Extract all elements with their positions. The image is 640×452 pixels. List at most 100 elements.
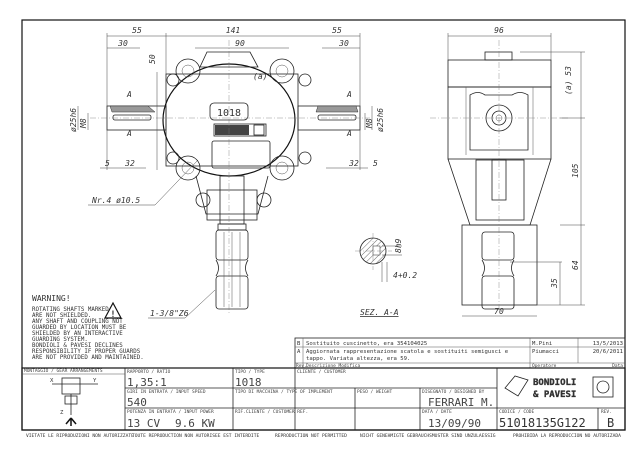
dim-shaft-dia-left: ø25h6 <box>69 108 78 132</box>
rev-a-date: 20/6/2011 <box>593 349 623 355</box>
brand-plate <box>213 123 267 137</box>
dim-32-left: 32 <box>124 159 135 168</box>
brand-plate-logo <box>215 125 249 135</box>
warning-block: WARNING! ROTATING SHAFTS MARKED ARE NOT … <box>32 294 144 361</box>
dim-35: 35 <box>550 278 559 289</box>
model-plate-text: 1018 <box>217 108 241 119</box>
rev-b-date: 13/5/2013 <box>593 341 623 347</box>
dim-shaft-dia-right: ø25h6 <box>376 108 385 132</box>
footer-de: NICHT GENEHMIGTE GEBRAUCHSMUSTER SIND UN… <box>360 433 496 439</box>
section-mark-bottom: A <box>126 129 132 138</box>
dim-30-left: 30 <box>117 39 128 48</box>
dim-m8-right: M8 <box>365 118 374 129</box>
section-a-a: 8h9 4+0.2 SEZ. A-A <box>355 233 417 317</box>
dim-55-left: 55 <box>132 26 142 35</box>
bondioli-pavesi-logo: BONDIOLI & PAVESI <box>504 375 614 400</box>
dim-55-right: 55 <box>332 26 342 35</box>
dim-64: 64 <box>571 260 580 270</box>
dim-105: 105 <box>571 163 580 178</box>
bottom-spline-shaft <box>215 223 249 310</box>
warning-line: GUARDING SYSTEM. <box>32 337 88 343</box>
weight-label: PESO / WEIGHT <box>357 389 393 395</box>
holes-callout: Nr.4 ø10.5 <box>91 196 140 205</box>
rev-a-operator: Piumacci <box>532 349 559 355</box>
dim-50: 50 <box>148 54 157 64</box>
code-value: 51018135G122 <box>499 416 586 430</box>
client-label: CLIENTE / CUSTOMER <box>297 369 346 375</box>
dimension-lines <box>77 33 373 319</box>
code-label: CODICE / CODE <box>499 409 535 415</box>
ratio-value: 1,35:1 <box>127 376 167 389</box>
power-cv: 13 CV <box>127 417 160 430</box>
warning-line: ANY SHAFT AND COUPLING NOT <box>32 319 123 325</box>
rev-b-letter: B <box>297 341 301 347</box>
customer-ref-label: RIF.CLIENTE / CUSTOMER REF. <box>235 409 308 415</box>
logo-text-1: BONDIOLI <box>533 378 576 388</box>
dim-30-right: 30 <box>338 39 349 48</box>
dim-5-left: 5 <box>105 159 110 168</box>
dim-53: (a) 53 <box>564 66 573 95</box>
axis-y: Y <box>93 378 97 384</box>
rev-header-desc: Descrizione Modifica <box>306 363 360 369</box>
input-speed-value: 540 <box>127 396 147 409</box>
section-mark-top: A <box>126 90 132 99</box>
rev-b-desc: Sostituito cuscinetto, era 354104025 <box>306 341 427 347</box>
side-view: 96 (a) 53 105 64 35 70 <box>430 26 585 317</box>
logo-text-2: & PAVESI <box>533 390 576 400</box>
rev-label: REV. <box>601 409 612 415</box>
dim-96: 96 <box>494 26 504 35</box>
svg-text:!: ! <box>110 310 115 320</box>
warning-triangle-icon <box>104 301 122 319</box>
machine-label: TIPO DI MACCHINA / TYPE OF IMPLEMENT <box>235 389 333 395</box>
rev-header-date: Data <box>612 363 623 369</box>
power-kw: 9.6 KW <box>175 417 215 430</box>
arrangement-label: MONTAGGIO / GEAR ARRANGEMENTS <box>24 368 103 374</box>
dim-90: 90 <box>235 39 245 48</box>
warning-title: WARNING! <box>32 294 71 303</box>
input-speed-label: GIRI IN ENTRATA / INPUT SPEED <box>127 389 206 395</box>
designer-label: DISEGNATO / DESIGNED BY <box>422 389 485 395</box>
dim-5-right: 5 <box>373 159 378 168</box>
designer-value: FERRARI M. <box>428 396 494 409</box>
dim-m8-left: M8 <box>79 118 88 129</box>
type-label: TIPO / TYPE <box>235 369 265 375</box>
note-a: (a) <box>253 72 267 81</box>
rev-header-operator: Operatore <box>532 363 557 369</box>
ratio-label: RAPPORTO / RATIO <box>127 369 171 375</box>
warning-line: BONDIOLI & PAVESI DECLINES <box>32 343 123 349</box>
rev-header-rev: Rev. <box>296 363 307 369</box>
key-width-dim: 8h9 <box>394 238 403 253</box>
nameplate-blank <box>211 140 271 169</box>
rev-a-desc: Aggiornata rappresentazione scatola e so… <box>306 349 509 355</box>
footer-it: VIETATE LE RIPRODUZIONI NON AUTORIZZATE <box>26 433 134 439</box>
type-value: 1018 <box>235 376 262 389</box>
gear-arrangement-icon: X Y Z <box>50 377 98 426</box>
key-depth-dim: 4+0.2 <box>393 271 417 280</box>
axis-z: Z <box>60 410 64 416</box>
footer-fr: TOUTE REPRODUCTION NON AUTORISEE EST INT… <box>132 433 259 439</box>
revision-table: B Sostituito cuscinetto, era 354104025 M… <box>294 337 626 369</box>
dim-32-right: 32 <box>348 159 359 168</box>
rev-value: B <box>607 416 614 430</box>
warning-line: SHIELDED BY AN INTERACTIVE <box>32 331 123 337</box>
footer-es: PROHIBIDA LA REPRODUCCION NO AUTORIZADA <box>513 433 621 439</box>
section-mark-top-right: A <box>346 90 352 99</box>
filler-cap <box>199 51 259 68</box>
dim-141: 141 <box>226 26 240 35</box>
spline-callout: 1-3/8"Z6 <box>150 309 189 318</box>
warning-line: RESPONSIBILITY IF PROPER GUARDS <box>32 349 141 355</box>
warning-line: GUARDED BY LOCATION MUST BE <box>32 325 127 331</box>
rev-b-operator: M.Pini <box>532 341 552 347</box>
dim-70: 70 <box>494 307 504 316</box>
warning-line: ARE NOT PROVIDED AND MAINTAINED. <box>32 355 144 361</box>
footer-en: REPRODUCTION NOT PERMITTED <box>275 433 347 439</box>
bolt-bosses <box>166 58 312 208</box>
warning-line: ARE NOT SHIELDED. <box>32 313 91 319</box>
power-label: POTENZA IN ENTRATA / INPUT POWER <box>127 409 214 415</box>
date-label: DATA / DATE <box>422 409 452 415</box>
title-block: MONTAGGIO / GEAR ARRANGEMENTS X Y Z RAPP… <box>21 367 626 431</box>
axis-x: X <box>50 378 54 384</box>
section-mark-bottom-right: A <box>346 129 352 138</box>
warning-line: ROTATING SHAFTS MARKED <box>32 307 109 313</box>
